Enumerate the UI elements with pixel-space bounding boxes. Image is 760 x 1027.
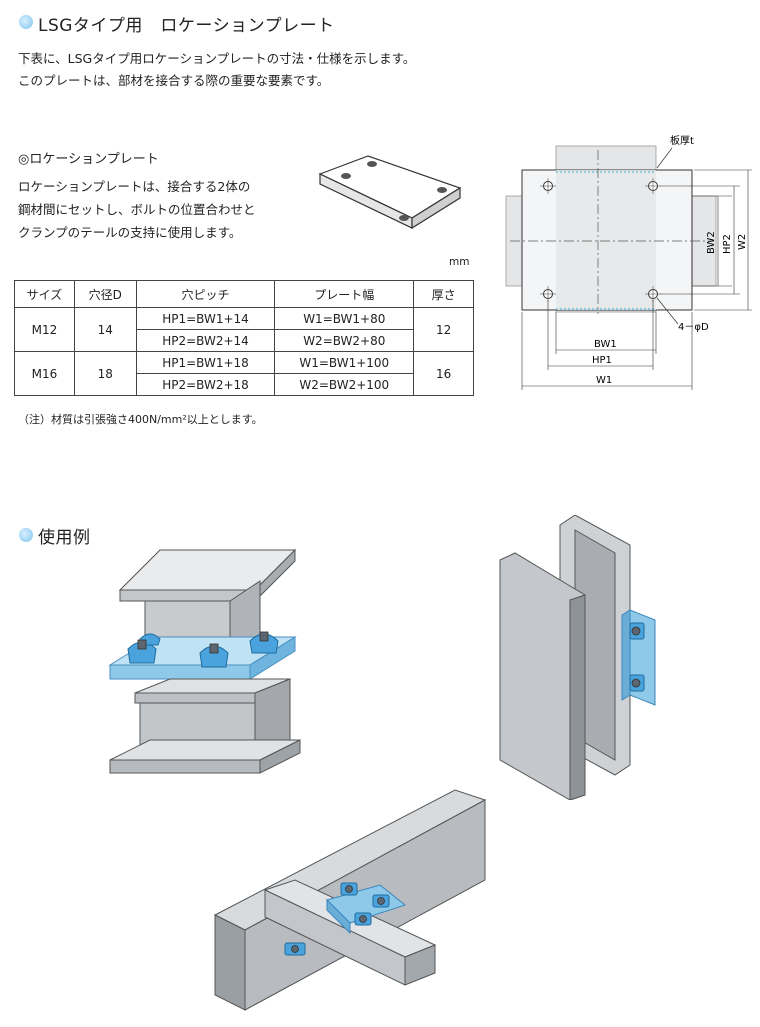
label-hp1: HP1 bbox=[592, 355, 612, 366]
label-hp2: HP2 bbox=[722, 234, 733, 254]
material-note: （注）材質は引張強さ400N/mm²以上とします。 bbox=[18, 413, 263, 426]
table-row: HP2=BW2+14 W2=BW2+80 bbox=[15, 329, 474, 352]
cell-size: M16 bbox=[14, 351, 75, 396]
cell-size: M12 bbox=[14, 307, 75, 352]
header-hole-pitch: 穴ピッチ bbox=[135, 280, 276, 308]
header-plate-width: プレート幅 bbox=[274, 280, 415, 308]
plate-heading: ◎ロケーションプレート bbox=[18, 152, 159, 167]
cell-pitch: HP1=BW1+14 bbox=[135, 307, 276, 330]
header-size: サイズ bbox=[14, 280, 75, 308]
table-row: HP2=BW2+18 W2=BW2+100 bbox=[15, 373, 474, 396]
label-w1: W1 bbox=[596, 375, 612, 386]
plate-illustration bbox=[318, 155, 462, 230]
cell-hole: 14 bbox=[73, 307, 137, 352]
usage-example-column bbox=[499, 515, 656, 800]
usage-example-beam-joint bbox=[108, 548, 301, 774]
plate-dimension-drawing: 板厚t 4－φD BW2 HP2 W2 BW1 HP1 W1 bbox=[505, 134, 752, 390]
cell-width: W2=BW2+100 bbox=[274, 373, 415, 396]
page-title: LSGタイプ用 ロケーションプレート bbox=[38, 16, 335, 36]
cell-width: W2=BW2+80 bbox=[274, 329, 415, 352]
cell-hole: 18 bbox=[73, 351, 137, 396]
plate-desc-line-1: ロケーションプレートは、接合する2体の bbox=[18, 179, 251, 194]
header-hole-diameter: 穴径D bbox=[73, 280, 137, 308]
cell-pitch: HP2=BW2+18 bbox=[135, 373, 276, 396]
unit-label: mm bbox=[449, 256, 470, 268]
table-header-row: サイズ 穴径D 穴ピッチ プレート幅 厚さ bbox=[14, 280, 474, 308]
intro-line-2: このプレートは、部材を接合する際の重要な要素です。 bbox=[18, 73, 330, 88]
label-bw1: BW1 bbox=[594, 339, 617, 350]
table-row: M16 18 HP1=BW1+18 W1=BW1+100 16 bbox=[14, 351, 474, 396]
cell-thickness: 12 bbox=[413, 307, 474, 352]
cell-pitch: HP2=BW2+14 bbox=[135, 329, 276, 352]
label-thickness: 板厚t bbox=[670, 134, 694, 147]
title-bullet-icon bbox=[19, 15, 33, 29]
usage-example-diagonal-beam bbox=[213, 789, 487, 1011]
header-thickness: 厚さ bbox=[413, 280, 474, 308]
cell-width: W1=BW1+100 bbox=[274, 351, 415, 374]
cell-width: W1=BW1+80 bbox=[274, 307, 415, 330]
usage-bullet-icon bbox=[19, 528, 33, 542]
cell-pitch: HP1=BW1+18 bbox=[135, 351, 276, 374]
usage-heading: 使用例 bbox=[38, 528, 91, 548]
intro-line-1: 下表に、LSGタイプ用ロケーションプレートの寸法・仕様を示します。 bbox=[18, 51, 416, 66]
plate-desc-line-3: クランプのテールの支持に使用します。 bbox=[18, 225, 242, 240]
label-bw2: BW2 bbox=[706, 231, 717, 254]
table-row: M12 14 HP1=BW1+14 W1=BW1+80 12 bbox=[14, 307, 474, 352]
spec-table: サイズ 穴径D 穴ピッチ プレート幅 厚さ M12 14 HP1=BW1+14 … bbox=[14, 280, 474, 396]
label-w2: W2 bbox=[737, 234, 748, 250]
label-holes: 4－φD bbox=[678, 322, 709, 333]
plate-desc-line-2: 鋼材間にセットし、ボルトの位置合わせと bbox=[18, 202, 256, 217]
cell-thickness: 16 bbox=[413, 351, 474, 396]
